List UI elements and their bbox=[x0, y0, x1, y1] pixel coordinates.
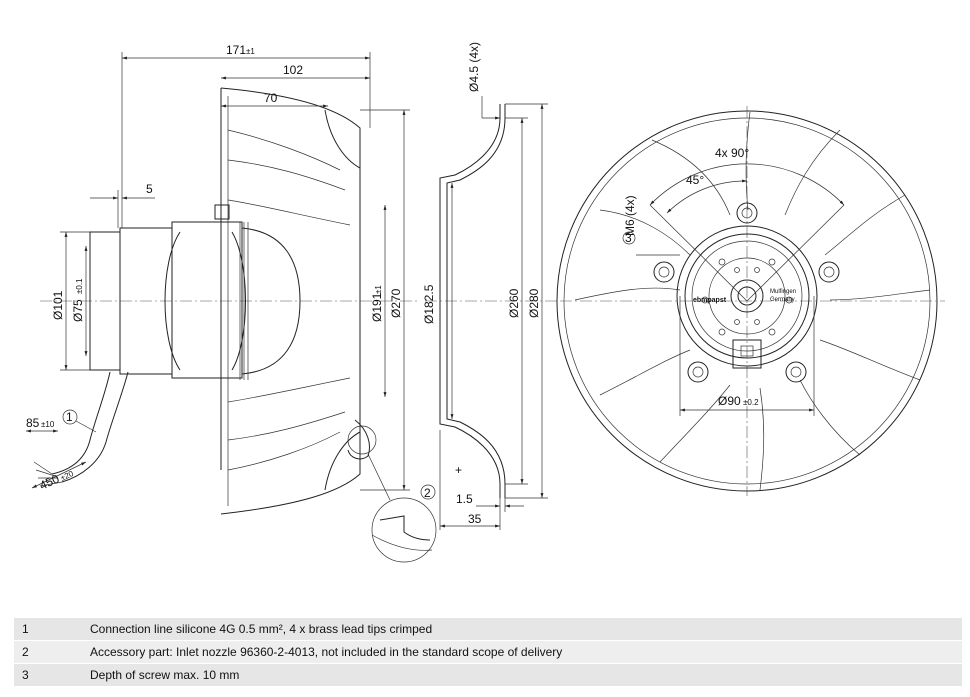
marker-2: 2 bbox=[424, 486, 431, 500]
dim-hole-4-5: Ø4.5 (4x) bbox=[467, 42, 481, 92]
dim-angle-45: 45° bbox=[686, 173, 704, 187]
dim-cable-85-tol: ±10 bbox=[41, 420, 55, 429]
svg-text:+: + bbox=[455, 463, 462, 477]
dim-dia-90: Ø90 bbox=[718, 394, 741, 408]
legend-text: Connection line silicone 4G 0.5 mm², 4 x… bbox=[90, 622, 433, 636]
brand-label: ebmpapst bbox=[693, 297, 727, 304]
dim-dia-101: Ø101 bbox=[51, 290, 65, 320]
technical-drawing: 171 ±1 102 70 5 Ø101 Ø75 ±0.1 Ø191 ±1 Ø2… bbox=[26, 42, 945, 563]
inlet-ring-section: Ø4.5 (4x) Ø182.5 Ø260 Ø280 1.5 35 + bbox=[422, 42, 560, 530]
dim-thread-m6: M6 (4x) bbox=[623, 195, 637, 236]
legend-table: 1 Connection line silicone 4G 0.5 mm², 4… bbox=[14, 617, 962, 686]
legend-row: 3 Depth of screw max. 10 mm bbox=[14, 663, 962, 686]
dim-overall-length-tol: ±1 bbox=[246, 47, 255, 56]
place-label: Mulfingen bbox=[770, 289, 796, 295]
legend-text: Depth of screw max. 10 mm bbox=[90, 668, 240, 682]
dim-motor-offset: 5 bbox=[146, 182, 153, 196]
dim-cable-85: 85 bbox=[26, 416, 40, 430]
dim-dia-90-tol: ±0.2 bbox=[743, 398, 759, 407]
dim-dia-75-tol: ±0.1 bbox=[75, 278, 84, 294]
front-view: ebmpapst Mulfingen Germany 4x 90° 45° M6… bbox=[556, 106, 945, 496]
legend-text: Accessory part: Inlet nozzle 96360-2-401… bbox=[90, 645, 563, 659]
dim-flange-1-5: 1.5 bbox=[456, 492, 473, 506]
marker-1: 1 bbox=[66, 410, 73, 424]
dim-dia-270: Ø270 bbox=[389, 288, 403, 318]
legend-row: 2 Accessory part: Inlet nozzle 96360-2-4… bbox=[14, 640, 962, 663]
legend-number: 2 bbox=[22, 645, 29, 659]
legend-number: 1 bbox=[22, 622, 29, 636]
legend-row: 1 Connection line silicone 4G 0.5 mm², 4… bbox=[14, 617, 962, 640]
dim-dia-191-tol: ±1 bbox=[374, 285, 383, 294]
dim-dia-75: Ø75 bbox=[71, 299, 85, 322]
dim-dia-182-5: Ø182.5 bbox=[422, 284, 436, 324]
marker-3: 3 bbox=[625, 231, 632, 245]
dim-flange-35: 35 bbox=[468, 512, 482, 526]
dim-impeller-depth-inner: 70 bbox=[264, 91, 278, 105]
dim-angle-4x90: 4x 90° bbox=[715, 146, 749, 160]
legend-number: 3 bbox=[22, 668, 29, 682]
dim-overall-length: 171 bbox=[226, 43, 246, 57]
dim-impeller-depth: 102 bbox=[283, 63, 303, 77]
dim-dia-260: Ø260 bbox=[507, 288, 521, 318]
side-view: 171 ±1 102 70 5 Ø101 Ø75 ±0.1 Ø191 ±1 Ø2… bbox=[26, 43, 437, 563]
country-label: Germany bbox=[770, 297, 795, 303]
dim-dia-191: Ø191 bbox=[370, 292, 384, 322]
dim-dia-280: Ø280 bbox=[527, 288, 541, 318]
